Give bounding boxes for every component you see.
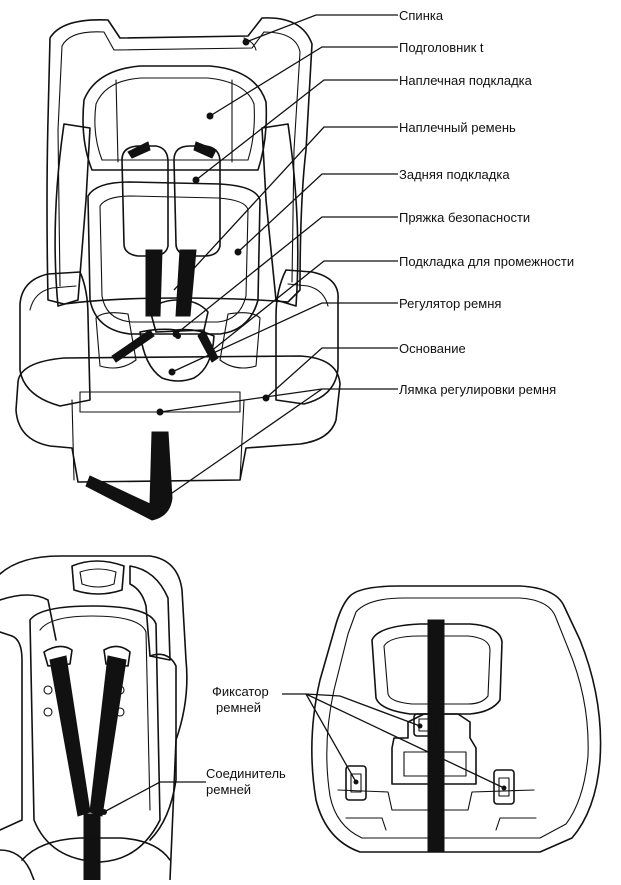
label-crotch-pad: Подкладка для промежности [399, 254, 574, 269]
seat-front-view [16, 18, 340, 520]
shoulder-belt-right [176, 250, 196, 316]
label-headrest: Подголовник t [399, 40, 484, 55]
label-adjust-strap: Лямка регулировки ремня [399, 382, 556, 397]
label-buckle: Пряжка безопасности [399, 210, 530, 225]
label-belt-connector-line1: Соединитель [206, 766, 286, 781]
left-armrest [20, 272, 90, 406]
label-belt-connector-line2: ремней [206, 782, 251, 797]
label-shoulder-belt: Наплечный ремень [399, 120, 516, 135]
label-adjuster: Регулятор ремня [399, 296, 501, 311]
shoulder-pad-right [174, 146, 220, 256]
back-pad [88, 182, 260, 334]
label-back-pad: Задняя подкладка [399, 167, 510, 182]
right-armrest [276, 270, 338, 404]
label-shoulder-pad: Наплечная подкладка [399, 73, 532, 88]
label-base: Основание [399, 341, 466, 356]
label-belt-lock-line1: Фиксатор [212, 684, 269, 699]
adjustment-strap [86, 432, 172, 520]
seat-rear-view [282, 586, 601, 852]
seat-top-view [0, 556, 206, 880]
label-back: Спинка [399, 8, 443, 23]
label-belt-lock-line2: ремней [216, 700, 261, 715]
shoulder-pad-left [122, 146, 168, 256]
